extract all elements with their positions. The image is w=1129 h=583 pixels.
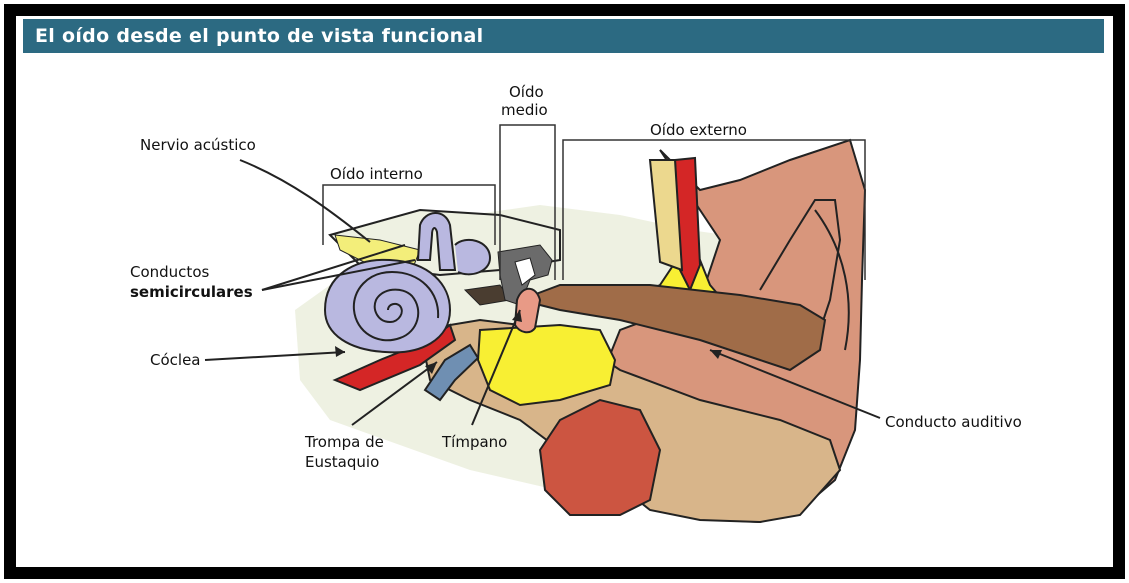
label-inner-ear: Oído interno (330, 164, 423, 184)
label-eustachian-2: Eustaquio (305, 452, 379, 472)
label-middle-ear-1: Oído (509, 82, 544, 102)
label-cochlea: Cóclea (150, 350, 201, 370)
label-canals-2: semicirculares (130, 282, 253, 302)
label-middle-ear-2: medio (501, 100, 548, 120)
label-eustachian-1: Trompa de (305, 432, 384, 452)
semicircular-loop-2 (455, 240, 490, 274)
label-acoustic-nerve: Nervio acústico (140, 135, 256, 155)
label-eardrum: Tímpano (442, 432, 507, 452)
label-auditory-canal: Conducto auditivo (885, 412, 1022, 432)
label-canals-1: Conductos (130, 262, 209, 282)
label-outer-ear: Oído externo (650, 120, 747, 140)
